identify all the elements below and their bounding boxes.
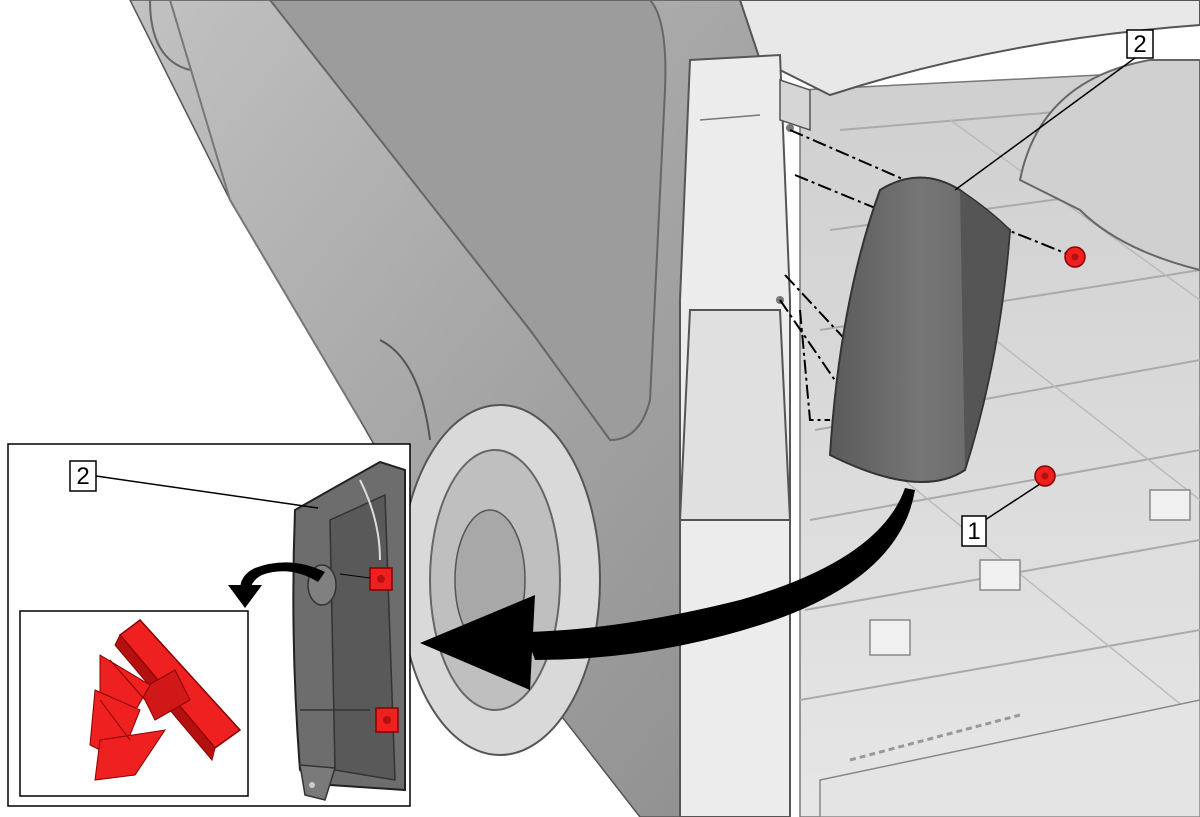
curved-arrow-icon bbox=[420, 488, 915, 690]
callout-bed-liner-cap: 2 bbox=[954, 29, 1154, 191]
push-pin-retainer-icon bbox=[1034, 465, 1056, 487]
callout-retainer: 1 bbox=[961, 483, 1041, 547]
push-pin-retainer-icon bbox=[369, 567, 393, 591]
push-pin-retainer-detail-icon bbox=[89, 618, 242, 781]
callout-label: 2 bbox=[1133, 31, 1146, 58]
wheel-well-housing bbox=[1018, 59, 1200, 272]
callout-label: 2 bbox=[76, 463, 89, 490]
retainer-detail-box bbox=[19, 610, 249, 797]
callout-label: 1 bbox=[967, 518, 980, 545]
push-pin-retainer-icon bbox=[375, 707, 399, 733]
push-pin-retainer-icon bbox=[1064, 246, 1086, 268]
detail-inset: 2 bbox=[7, 443, 411, 807]
bed-liner-cap bbox=[828, 176, 1012, 483]
inset-cap-backside bbox=[292, 460, 406, 801]
callout-inset-cap: 2 bbox=[69, 460, 319, 509]
curved-arrow-small-icon bbox=[228, 562, 325, 608]
bed-top-rail bbox=[738, 0, 1200, 97]
